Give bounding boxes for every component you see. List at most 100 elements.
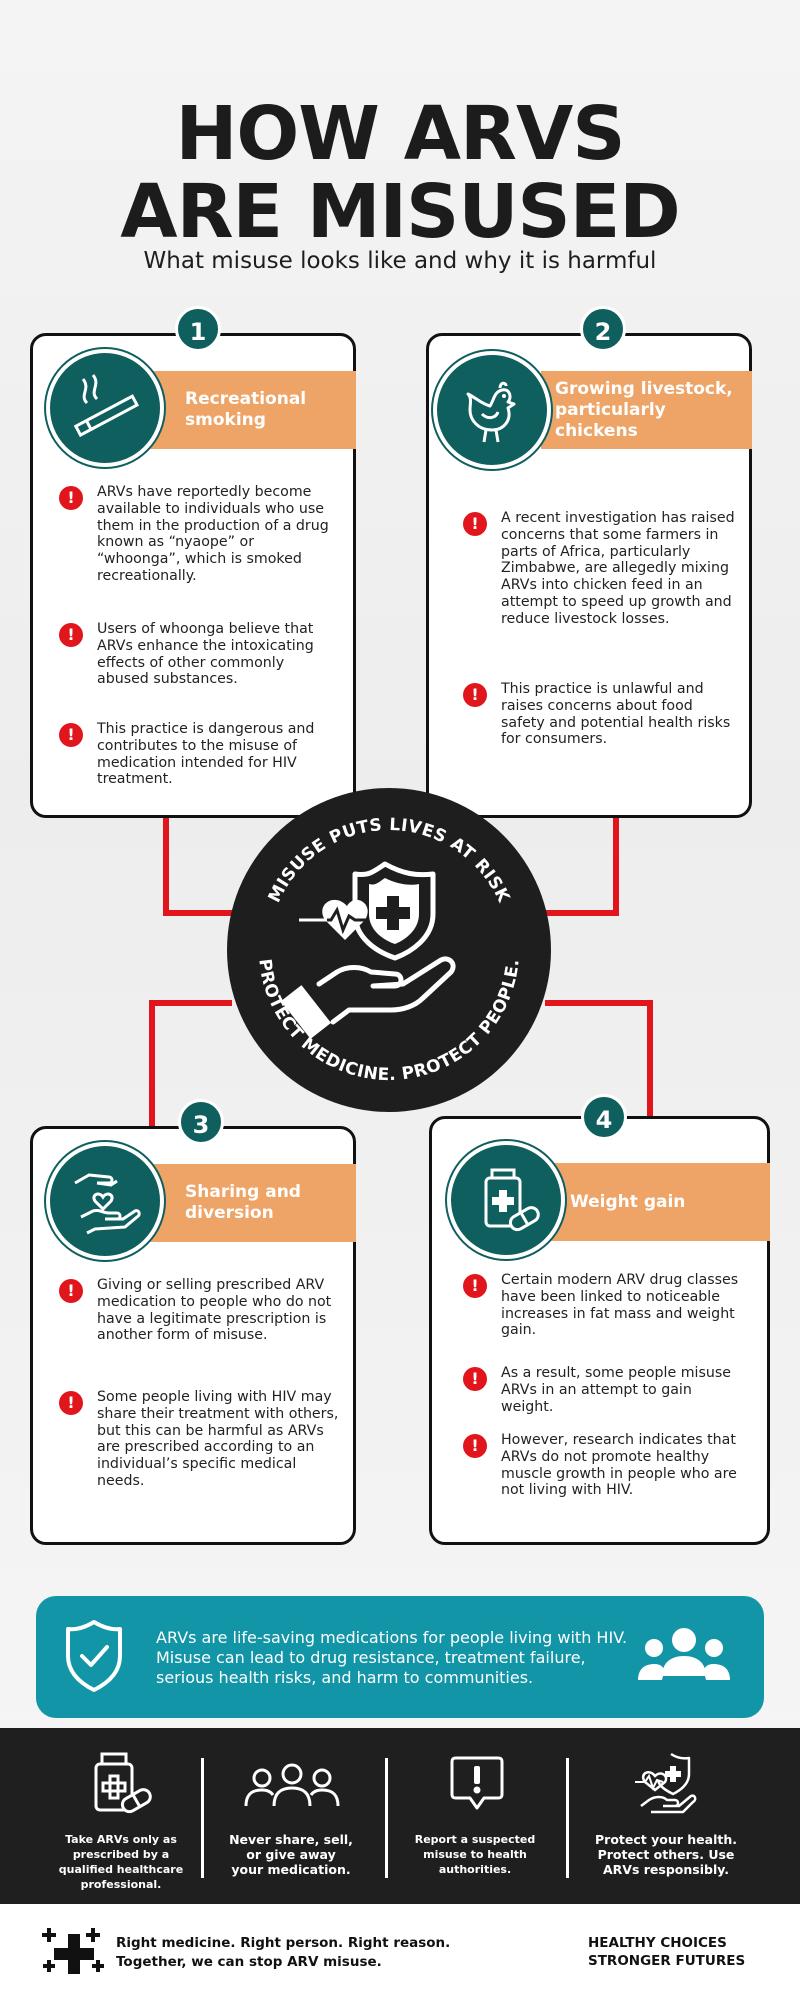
bullet-item: ! This practice is dangerous and contrib…	[59, 721, 339, 788]
center-badge: MISUSE PUTS LIVES AT RISK PROTECT MEDICI…	[227, 788, 551, 1112]
alert-icon: !	[59, 623, 83, 647]
card-title-line: Growing livestock,	[555, 378, 733, 399]
divider	[385, 1758, 388, 1878]
bullet-item: ! This practice is unlawful and raises c…	[463, 681, 738, 748]
alert-icon: !	[463, 1274, 487, 1298]
footer-line: Right medicine. Right person. Right reas…	[116, 1935, 451, 1951]
divider	[566, 1758, 569, 1878]
card-title-ribbon: Weight gain	[544, 1163, 770, 1241]
svg-text:PROTECT MEDICINE. PROTECT PEOP: PROTECT MEDICINE. PROTECT PEOPLE.	[254, 958, 523, 1085]
bullet-text: ARVs have reportedly become available to…	[97, 484, 329, 584]
alert-icon: !	[463, 1367, 487, 1391]
title-line-1: HOW ARVS	[175, 91, 625, 177]
alert-icon: !	[59, 723, 83, 747]
bullet-text: As a result, some people misuse ARVs in …	[501, 1365, 731, 1415]
banner-text: ARVs are life-saving medications for peo…	[156, 1628, 628, 1687]
bullet-text: Users of whoonga believe that ARVs enhan…	[97, 621, 314, 688]
people-group-icon	[638, 1628, 730, 1680]
bullet-text: However, research indicates that ARVs do…	[501, 1432, 737, 1499]
tip-line: Protect others. Use	[597, 1847, 735, 1862]
three-people-icon	[244, 1763, 340, 1807]
tip-line: qualified healthcare	[58, 1863, 184, 1876]
card-title-line: Weight gain	[570, 1191, 686, 1212]
tip-line: Take ARVs only as	[65, 1833, 177, 1846]
bullet-item: ! Giving or selling prescribed ARV medic…	[59, 1277, 339, 1344]
tip-line: Report a suspected	[414, 1833, 536, 1846]
tip-line: authorities.	[438, 1863, 512, 1876]
alert-icon: !	[463, 1434, 487, 1458]
card-title-ribbon: Sharing and diversion	[145, 1164, 356, 1242]
card-title-line: Sharing and	[185, 1182, 301, 1202]
info-banner: ARVs are life-saving medications for peo…	[36, 1596, 764, 1718]
bullet-text: This practice is unlawful and raises con…	[501, 681, 731, 748]
bullet-item: ! A recent investigation has raised conc…	[463, 510, 738, 628]
tip-prescribed: Take ARVs only as prescribed by a qualif…	[46, 1832, 196, 1892]
pill-bottle-icon	[94, 1752, 152, 1814]
shield-heart-hand-icon: MISUSE PUTS LIVES AT RISK PROTECT MEDICI…	[254, 815, 523, 1085]
alert-icon: !	[59, 1391, 83, 1415]
card-sharing-diversion: Sharing and diversion ! Giving or sellin…	[30, 1126, 356, 1545]
tip-line: misuse to health	[423, 1848, 527, 1861]
alert-icon: !	[59, 1279, 83, 1303]
hands-sharing-icon	[46, 1142, 164, 1260]
tip-never-share: Never share, sell, or give away your med…	[216, 1832, 366, 1877]
card-title-line: Recreational	[185, 389, 307, 409]
tip-line: ARVs responsibly.	[603, 1862, 729, 1877]
bullet-item: ! Some people living with HIV may share …	[59, 1389, 339, 1490]
tip-line: prescribed by a	[72, 1848, 170, 1861]
medical-crosses-icon	[42, 1928, 104, 1974]
footer-slogan: Right medicine. Right person. Right reas…	[116, 1934, 450, 1972]
footer-line: Together, we can stop ARV misuse.	[116, 1954, 382, 1970]
chicken-icon	[433, 351, 551, 469]
tip-report: Report a suspected misuse to health auth…	[400, 1832, 550, 1877]
card-growing-livestock: Growing livestock, particularly chickens…	[426, 333, 752, 818]
badge-bottom-text: PROTECT MEDICINE. PROTECT PEOPLE.	[254, 958, 523, 1085]
card-title-line: smoking	[185, 410, 266, 430]
card-recreational-smoking: Recreational smoking ! ARVs have reporte…	[30, 333, 356, 818]
report-alert-icon	[450, 1756, 504, 1810]
bullet-item: ! ARVs have reportedly become available …	[59, 484, 339, 585]
divider	[201, 1758, 204, 1878]
footer: Right medicine. Right person. Right reas…	[0, 1904, 800, 2000]
page-subtitle: What misuse looks like and why it is har…	[143, 248, 657, 274]
card-title-ribbon: Growing livestock, particularly chickens	[541, 371, 752, 449]
card-number-badge: 2	[580, 306, 626, 352]
bullet-item: ! Users of whoonga believe that ARVs enh…	[59, 621, 339, 688]
footer-brand-line: STRONGER FUTURES	[588, 1953, 746, 1969]
card-title-ribbon: Recreational smoking	[145, 371, 356, 449]
footer-brand: HEALTHY CHOICES STRONGER FUTURES	[588, 1934, 745, 1970]
alert-icon: !	[59, 486, 83, 510]
footer-brand-line: HEALTHY CHOICES	[588, 1935, 727, 1951]
title-line-2: ARE MISUSED	[120, 169, 680, 255]
bullet-item: ! As a result, some people misuse ARVs i…	[463, 1365, 748, 1415]
card-title-line: diversion	[185, 1203, 274, 1223]
cigarette-icon	[46, 349, 164, 467]
card-number-badge: 3	[178, 1099, 224, 1145]
bullet-text: This practice is dangerous and contribut…	[97, 721, 315, 788]
card-number-badge: 1	[175, 306, 221, 352]
tip-line: your medication.	[231, 1862, 351, 1877]
shield-check-icon	[66, 1620, 122, 1692]
alert-icon: !	[463, 512, 487, 536]
protect-hand-icon	[635, 1752, 697, 1814]
tip-line: or give away	[246, 1847, 336, 1862]
tips-strip: Take ARVs only as prescribed by a qualif…	[0, 1728, 800, 1904]
tip-protect: Protect your health. Protect others. Use…	[586, 1832, 746, 1877]
card-weight-gain: Weight gain ! Certain modern ARV drug cl…	[429, 1116, 770, 1545]
bullet-item: ! However, research indicates that ARVs …	[463, 1432, 748, 1499]
bullet-item: ! Certain modern ARV drug classes have b…	[463, 1272, 748, 1339]
alert-icon: !	[463, 683, 487, 707]
tip-line: Protect your health.	[595, 1832, 737, 1847]
bullet-text: Some people living with HIV may share th…	[97, 1389, 339, 1489]
tip-line: Never share, sell,	[229, 1832, 353, 1847]
card-title-line: chickens	[555, 420, 638, 441]
card-title-line: particularly	[555, 399, 666, 420]
bullet-text: A recent investigation has raised concer…	[501, 510, 735, 627]
page-title: HOW ARVS ARE MISUSED	[0, 95, 800, 251]
medicine-bottle-icon	[447, 1141, 565, 1259]
bullet-text: Certain modern ARV drug classes have bee…	[501, 1272, 739, 1339]
card-number-badge: 4	[581, 1094, 627, 1140]
tip-line: professional.	[80, 1878, 162, 1891]
bullet-text: Giving or selling prescribed ARV medicat…	[97, 1277, 332, 1344]
